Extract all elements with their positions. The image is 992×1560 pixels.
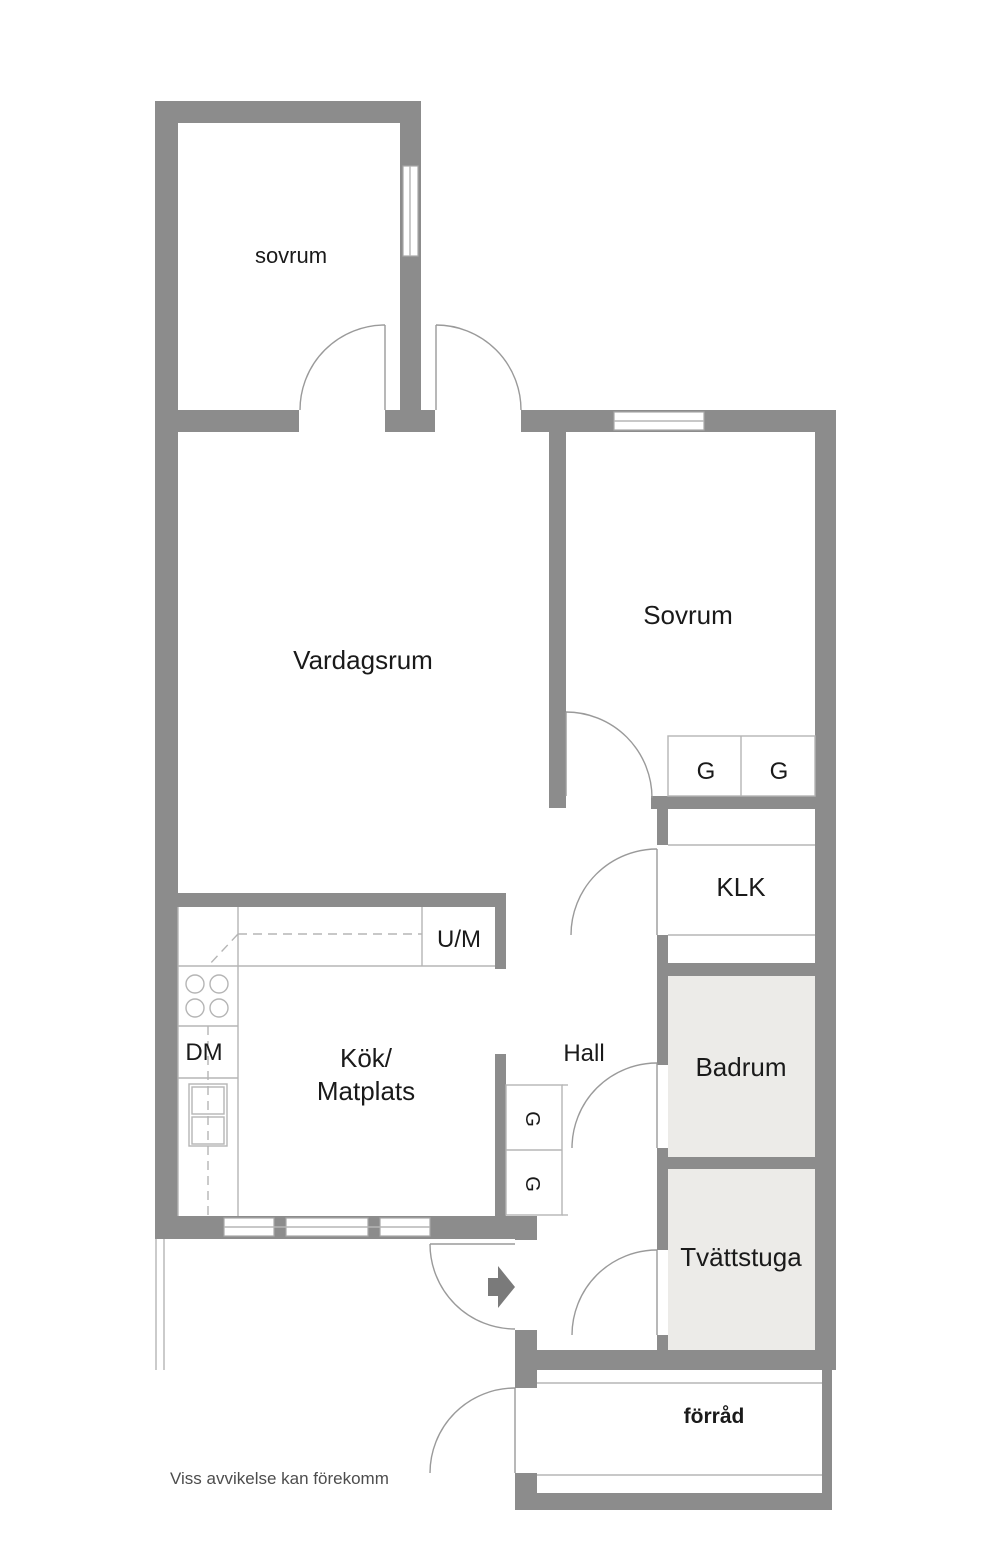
doors [299, 324, 658, 1474]
wall [515, 1493, 832, 1510]
bedroom-wardrobes [667, 735, 816, 797]
hall-wardrobes [505, 1084, 568, 1216]
entrance-arrow [488, 1266, 515, 1308]
wall [495, 1054, 506, 1218]
label-tvattstuga: Tvättstuga [680, 1242, 802, 1272]
wall [155, 101, 421, 123]
badrum-floor [668, 976, 815, 1157]
label-forrad: förråd [684, 1405, 745, 1428]
wall [549, 430, 566, 808]
label-matplats: Matplats [317, 1076, 415, 1106]
wall [515, 1350, 537, 1388]
label-kok: Kök/ [340, 1043, 393, 1073]
label-hall-g2: G [521, 1176, 543, 1192]
label-dm: DM [185, 1039, 222, 1066]
label-badrum: Badrum [695, 1052, 786, 1082]
wall [657, 809, 668, 845]
label-sovrum-g2: G [770, 758, 789, 785]
klk-shelves [668, 844, 815, 936]
wall [651, 796, 836, 809]
wall [822, 1370, 832, 1510]
wall [400, 101, 421, 431]
wall [385, 410, 435, 432]
wall [657, 935, 668, 1065]
kitchen-counters [177, 907, 495, 1216]
wall [155, 893, 506, 907]
label-vardagsrum: Vardagsrum [293, 645, 433, 675]
wall [657, 963, 836, 976]
tvattstuga-floor [668, 1169, 815, 1350]
label-klk: KLK [716, 872, 766, 902]
wall [657, 1148, 668, 1250]
wall [657, 1335, 668, 1355]
wall [657, 1157, 836, 1169]
wall [155, 101, 178, 1239]
label-hall: Hall [563, 1040, 604, 1067]
wall [515, 1216, 537, 1240]
wall [495, 893, 506, 969]
label-sovrum-g1: G [697, 758, 716, 785]
label-um: U/M [437, 926, 481, 953]
label-sovrum-main: Sovrum [643, 600, 733, 630]
storage-shelves [537, 1382, 822, 1476]
wall [515, 1350, 836, 1370]
label-sovrum-small: sovrum [255, 243, 327, 268]
windows [223, 165, 705, 1237]
disclaimer-note: Viss avvikelse kan förekomm [170, 1469, 389, 1488]
walls [155, 101, 836, 1510]
wall [155, 410, 299, 432]
wall [815, 410, 836, 1370]
label-hall-g1: G [521, 1111, 543, 1127]
